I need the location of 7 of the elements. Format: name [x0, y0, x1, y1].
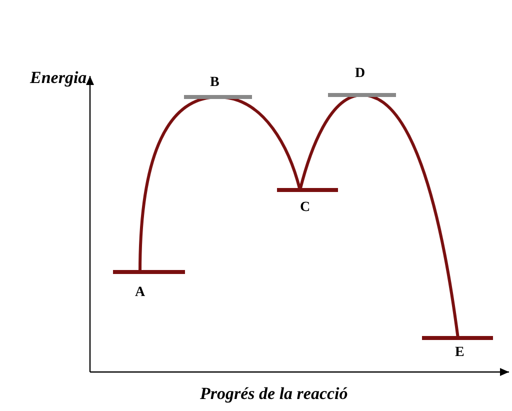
point-label: C	[300, 200, 310, 216]
point-label: A	[135, 285, 146, 301]
axis-title: Energia	[30, 68, 87, 88]
point-label: B	[210, 75, 220, 91]
axis-title: Progrés de la reacció	[200, 384, 348, 404]
point-label: E	[455, 345, 464, 361]
point-label: D	[355, 66, 366, 82]
